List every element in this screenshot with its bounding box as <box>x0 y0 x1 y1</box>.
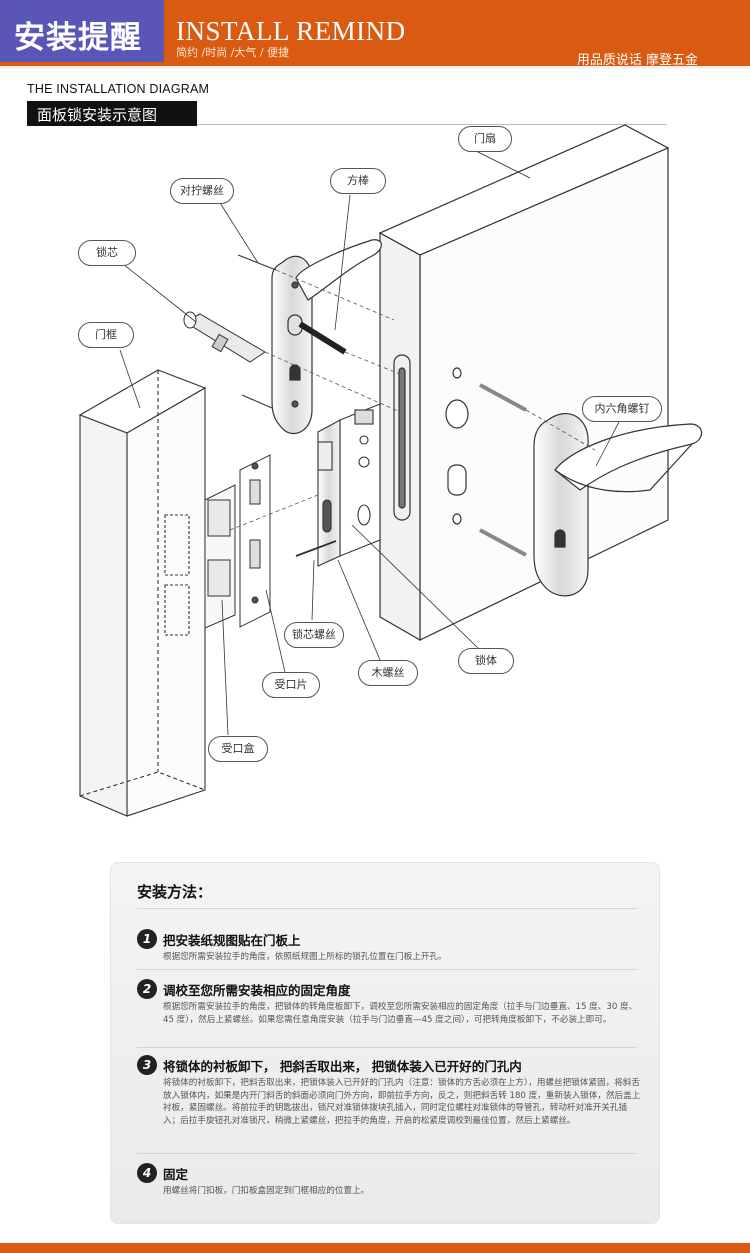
header-title-box: 安装提醒 <box>0 0 164 62</box>
header-subtitle: 简约 /时尚 /大气 / 便捷 <box>176 46 290 59</box>
callout-wood-screw: 木螺丝 <box>358 660 418 686</box>
step-description: 将锁体的衬板卸下，把斜舌取出来，把锁体装入已开好的门孔内（注意：锁体的方舌必须在… <box>163 1078 641 1126</box>
diagram-title-rule <box>197 124 667 125</box>
header-divider <box>0 66 750 69</box>
callout-strike-box: 受口盒 <box>208 736 268 762</box>
header-title-en: INSTALL REMIND <box>176 16 406 46</box>
instructions-title: 安装方法： <box>137 883 213 901</box>
screws <box>237 254 606 557</box>
alignment-lines <box>229 269 596 531</box>
step-description: 用螺丝将门扣板，门扣板盒固定到门框相应的位置上。 <box>163 1186 370 1196</box>
front-handle <box>271 239 382 434</box>
callout-strike-plate: 受口片 <box>262 672 320 698</box>
divider <box>137 1153 637 1154</box>
door-leaf <box>378 124 670 642</box>
rear-handle <box>533 413 703 597</box>
header-banner: 安装提醒 INSTALL REMIND 简约 /时尚 /大气 / 便捷 用品质说… <box>0 0 750 69</box>
step-title: 固定 <box>163 1167 189 1182</box>
callout-door-leaf: 门扇 <box>458 126 512 152</box>
step-description: 根据您所需安装拉手的角度，依照纸规图上所标的锁孔位置在门板上开孔。 <box>163 952 447 962</box>
step-title: 把安装纸规图贴在门板上 <box>163 933 301 948</box>
step-description: 根据您所需安装拉手的角度，把锁体的转角度板卸下，调校至您所需安装相应的固定角度（… <box>163 1002 638 1025</box>
divider <box>137 1047 637 1048</box>
step-title: 调校至您所需安装相应的固定角度 <box>163 983 351 998</box>
header-slogan: 用品质说话 摩登五金 <box>576 53 698 68</box>
header-title: 安装提醒 <box>14 20 142 56</box>
strike-box <box>204 484 236 629</box>
door-frame <box>78 369 207 817</box>
divider <box>137 908 637 909</box>
step-number: 4 <box>137 1163 157 1183</box>
installation-diagram <box>78 124 703 817</box>
callout-lock-body: 锁体 <box>458 648 514 674</box>
lock-cylinder <box>183 311 266 363</box>
bottom-bar <box>0 1243 750 1253</box>
callout-lock-cylinder: 锁芯 <box>78 240 136 266</box>
step-title: 将锁体的衬板卸下， 把斜舌取出来， 把锁体装入已开好的门孔内 <box>163 1059 522 1074</box>
lock-body <box>317 403 381 567</box>
step-number: 2 <box>137 979 157 999</box>
diagram-title-en: THE INSTALLATION DIAGRAM <box>27 82 210 96</box>
callout-door-frame: 门框 <box>78 322 134 348</box>
step-number: 3 <box>137 1055 157 1075</box>
divider <box>137 969 637 970</box>
step-number: 1 <box>137 929 157 949</box>
strike-plate <box>239 454 271 628</box>
callout-hex-screw: 内六角螺钉 <box>582 396 662 422</box>
instructions-panel: 安装方法： 1 把安装纸规图贴在门板上 根据您所需安装拉手的角度，依照纸规图上所… <box>110 862 660 1224</box>
callout-leaders <box>117 147 621 736</box>
callout-cylinder-screw: 锁芯螺丝 <box>284 622 344 648</box>
diagram-title-box: 面板锁安装示意图 <box>27 101 197 126</box>
callout-square-bar: 方棒 <box>330 168 386 194</box>
callout-screw-pair: 对拧螺丝 <box>170 178 234 204</box>
diagram-title-cn: 面板锁安装示意图 <box>37 106 158 124</box>
